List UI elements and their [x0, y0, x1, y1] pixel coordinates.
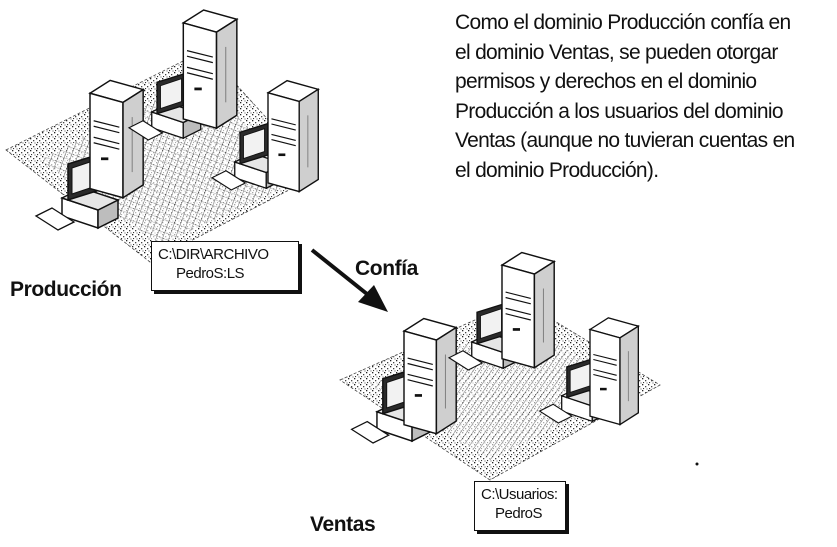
- ventas-path-line1: C:\Usuarios:: [481, 486, 558, 503]
- description-line: permisos y derechos en el dominio: [455, 70, 757, 93]
- produccion-path-line1: C:\DIR\ARCHIVO: [158, 246, 269, 263]
- produccion-server-top-icon: [182, 9, 238, 129]
- produccion-domain-label: Producción: [10, 278, 122, 301]
- produccion-path-box: C:\DIR\ARCHIVO PedroS:LS: [151, 241, 299, 291]
- ventas-server-right-icon: [589, 317, 640, 426]
- trust-label: Confía: [355, 257, 418, 280]
- description-line: Como el dominio Producción confía en: [455, 11, 791, 34]
- description-line: Ventas (aunque no tuvieran cuentas en: [455, 129, 795, 152]
- produccion-server-right-icon: [267, 79, 320, 193]
- produccion-domain-illustration: [5, 9, 320, 263]
- ventas-path-line2: PedroS: [495, 505, 543, 522]
- description-line: el dominio Producción).: [455, 158, 659, 182]
- ventas-domain-label: Ventas: [310, 513, 376, 536]
- ventas-domain-illustration: [339, 251, 699, 481]
- description-line: el dominio Ventas, se pueden otorgar: [455, 40, 778, 64]
- produccion-server-left-icon: [89, 79, 144, 199]
- ventas-server-left-icon: [403, 317, 458, 435]
- ventas-path-box: C:\Usuarios: PedroS: [474, 481, 566, 531]
- description-text: Como el dominio Producción confía en el …: [455, 8, 835, 185]
- description-line: Producción a los usuarios del dominio: [455, 99, 784, 123]
- ventas-server-top-icon: [501, 251, 555, 369]
- trust-arrow: [310, 248, 388, 312]
- produccion-path-line2: PedroS:LS: [176, 265, 245, 282]
